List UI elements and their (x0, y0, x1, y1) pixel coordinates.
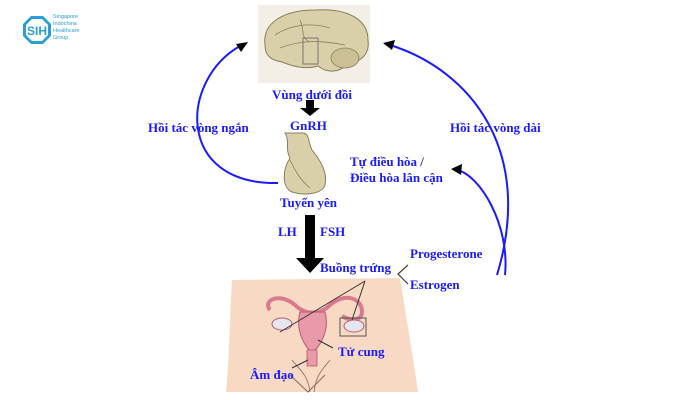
label-long-loop: Hồi tác vòng dài (450, 120, 541, 135)
label-vagina: Âm đạo (250, 367, 294, 382)
logo-line: Singapore (53, 14, 79, 20)
label-hypothalamus: Vùng dưới đồi (272, 87, 353, 102)
label-self-regulation-1: Tự điều hòa / (350, 154, 424, 169)
self-regulation-arrow (456, 169, 507, 276)
label-short-loop: Hồi tác vòng ngắn (148, 120, 249, 135)
label-self-regulation-2: Điều hòa lân cận (350, 170, 443, 185)
feedback-arrows (196, 44, 510, 276)
main-arrows (296, 100, 324, 273)
short-loop-arrow (196, 45, 279, 185)
sih-logo-icon: SIH (23, 16, 51, 44)
label-lh: LH (278, 224, 297, 239)
hormone-bracket (397, 264, 409, 285)
label-uterus: Tử cung (338, 344, 385, 359)
self-regulation-arrowhead (451, 164, 462, 175)
short-loop-arrowhead (236, 42, 248, 52)
label-estrogen: Estrogen (410, 277, 460, 292)
logo-line: Group (53, 35, 69, 41)
label-ovary: Buồng trứng (320, 260, 392, 275)
long-loop-arrowhead (383, 40, 395, 50)
label-pituitary: Tuyến yên (280, 195, 337, 210)
hypothalamus-to-gnrh-arrow (300, 100, 320, 116)
label-gnrh: GnRH (290, 118, 327, 133)
logo-line: Indochina (53, 21, 77, 27)
pituitary-illustration (283, 132, 327, 195)
logo-line: Healthcare (53, 28, 80, 34)
long-loop-arrow (389, 44, 510, 276)
label-progesterone: Progesterone (410, 246, 483, 261)
logo: SIH Singapore Indochina Healthcare Group (22, 12, 132, 48)
logo-text: Singapore Indochina Healthcare Group (53, 14, 80, 42)
label-fsh: FSH (320, 224, 346, 239)
pituitary-to-ovary-arrow (296, 215, 324, 273)
brain-illustration (258, 5, 370, 83)
svg-text:SIH: SIH (27, 24, 47, 38)
pelvis-illustration (226, 278, 418, 393)
